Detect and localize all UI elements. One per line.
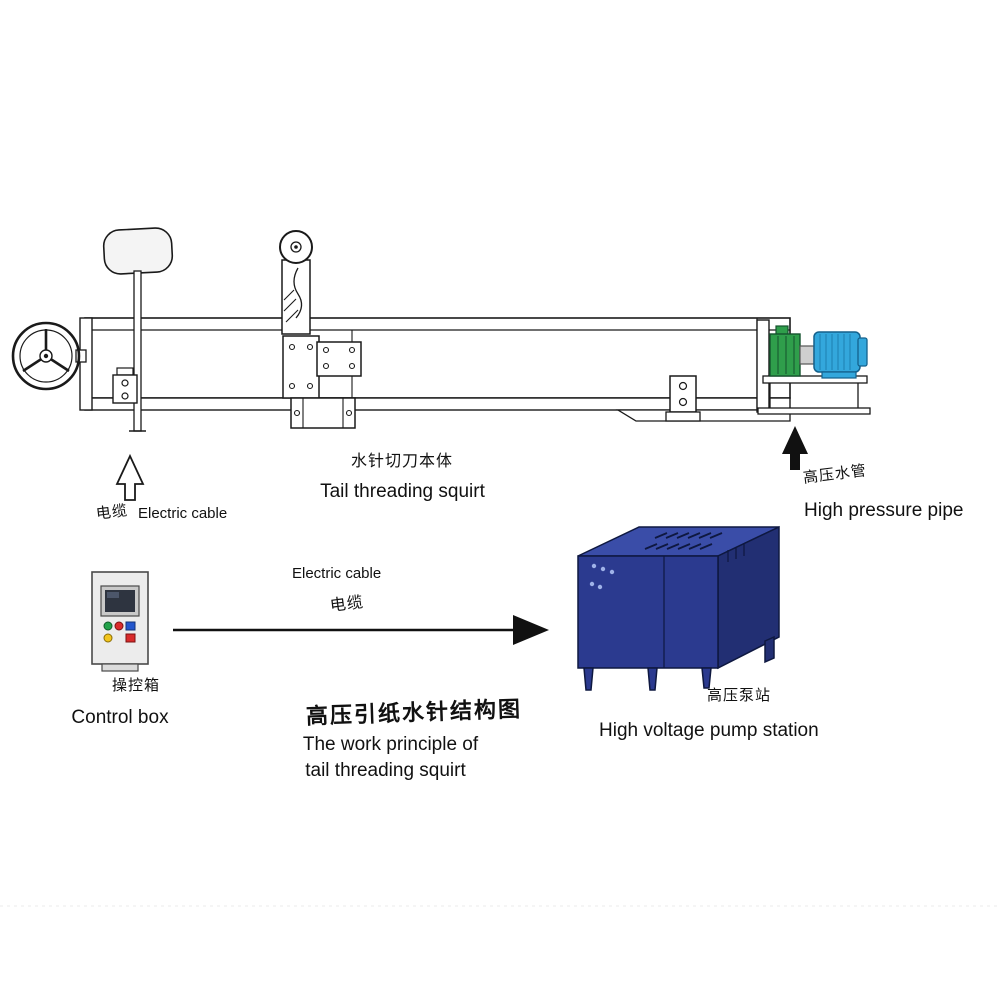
tail-squirt-label-zh: 水针切刀本体 bbox=[350, 453, 453, 470]
control-box-label-zh: 操控箱 bbox=[112, 677, 161, 694]
control-button-green bbox=[103, 621, 113, 631]
control-button-red-square bbox=[125, 633, 136, 643]
pump-station-label-en: High voltage pump station bbox=[599, 720, 819, 741]
electric-cable-mid-label-en: Electric cable bbox=[292, 565, 382, 582]
diagram-title-en-line2: tail threading squirt bbox=[305, 760, 466, 781]
electric-cable-left-label-en: Electric cable bbox=[138, 505, 228, 522]
pump-motor-assembly bbox=[756, 319, 871, 415]
tail-squirt-label-en: Tail threading squirt bbox=[320, 481, 485, 502]
control-button-red bbox=[114, 621, 124, 631]
up-arrow-high-pressure bbox=[782, 426, 808, 470]
control-box bbox=[91, 571, 149, 672]
cutter-mechanism bbox=[279, 230, 362, 429]
diagram-title-en-line1: The work principle of bbox=[302, 734, 479, 755]
paddle-arm bbox=[102, 227, 174, 432]
handwheel bbox=[11, 321, 87, 391]
water-pump bbox=[769, 325, 801, 377]
pump-station bbox=[577, 525, 780, 691]
control-button-blue-square bbox=[125, 621, 136, 631]
right-arrow-electric-cable bbox=[173, 615, 549, 645]
pump-station-label-zh: 高压泵站 bbox=[707, 687, 772, 704]
coupling bbox=[799, 345, 815, 365]
control-button-yellow bbox=[103, 633, 113, 643]
up-arrow-electric-cable bbox=[115, 453, 145, 501]
electric-motor bbox=[813, 331, 868, 379]
control-box-label-en: Control box bbox=[71, 707, 169, 728]
squirt-beam bbox=[79, 317, 791, 422]
beam-bracket bbox=[665, 375, 701, 422]
high-pressure-pipe-label-en: High pressure pipe bbox=[804, 500, 964, 521]
